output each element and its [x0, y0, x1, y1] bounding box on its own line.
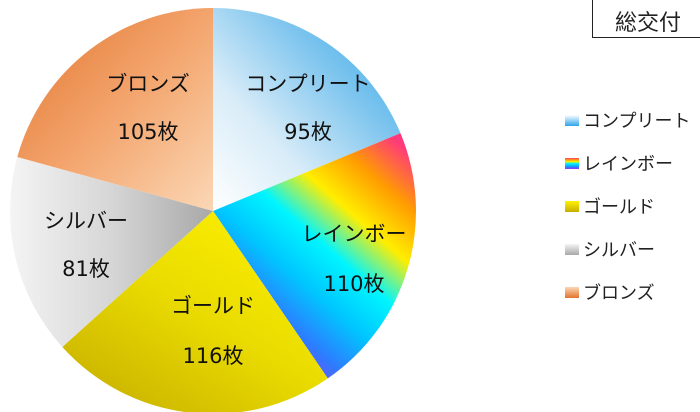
legend-swatch-gold	[565, 200, 579, 212]
legend-label-complete: コンプリート	[583, 111, 691, 132]
slice-label-gold: ゴールド	[171, 294, 255, 318]
legend-item-rainbow: レインボー	[565, 149, 690, 177]
legend-label-bronze: ブロンズ	[583, 283, 655, 304]
legend-swatch-rainbow	[565, 157, 579, 169]
slice-label-silver: シルバー	[44, 209, 128, 233]
slice-label-rainbow: レインボー	[302, 222, 407, 246]
legend-label-rainbow: レインボー	[583, 154, 673, 175]
pie-slice-gold	[62, 211, 328, 412]
title-box: 総交付	[592, 0, 700, 38]
pie-slice-rainbow	[213, 133, 417, 379]
slice-value-rainbow: 110枚	[323, 272, 384, 296]
legend-label-silver: シルバー	[583, 240, 655, 261]
legend-swatch-bronze	[565, 286, 579, 298]
legend-item-silver: シルバー	[565, 235, 690, 263]
pie-slice-silver	[9, 156, 213, 348]
slice-value-bronze: 105枚	[117, 120, 178, 144]
legend-swatch-silver	[565, 243, 579, 255]
pie-slice-complete	[213, 8, 401, 211]
legend-label-gold: ゴールド	[583, 197, 655, 218]
slice-label-complete: コンプリート	[245, 72, 370, 96]
legend-item-complete: コンプリート	[565, 106, 690, 134]
legend: コンプリート レインボー ゴールド シルバー ブロンズ	[565, 106, 690, 321]
pie-slice-bronze	[17, 8, 213, 211]
slice-label-bronze: ブロンズ	[106, 72, 190, 96]
legend-item-gold: ゴールド	[565, 192, 690, 220]
slice-value-complete: 95枚	[284, 120, 332, 144]
slice-value-gold: 116枚	[182, 344, 243, 368]
slice-value-silver: 81枚	[62, 257, 110, 281]
legend-swatch-complete	[565, 114, 579, 126]
legend-item-bronze: ブロンズ	[565, 278, 690, 306]
chart-title: 総交付	[615, 11, 682, 36]
